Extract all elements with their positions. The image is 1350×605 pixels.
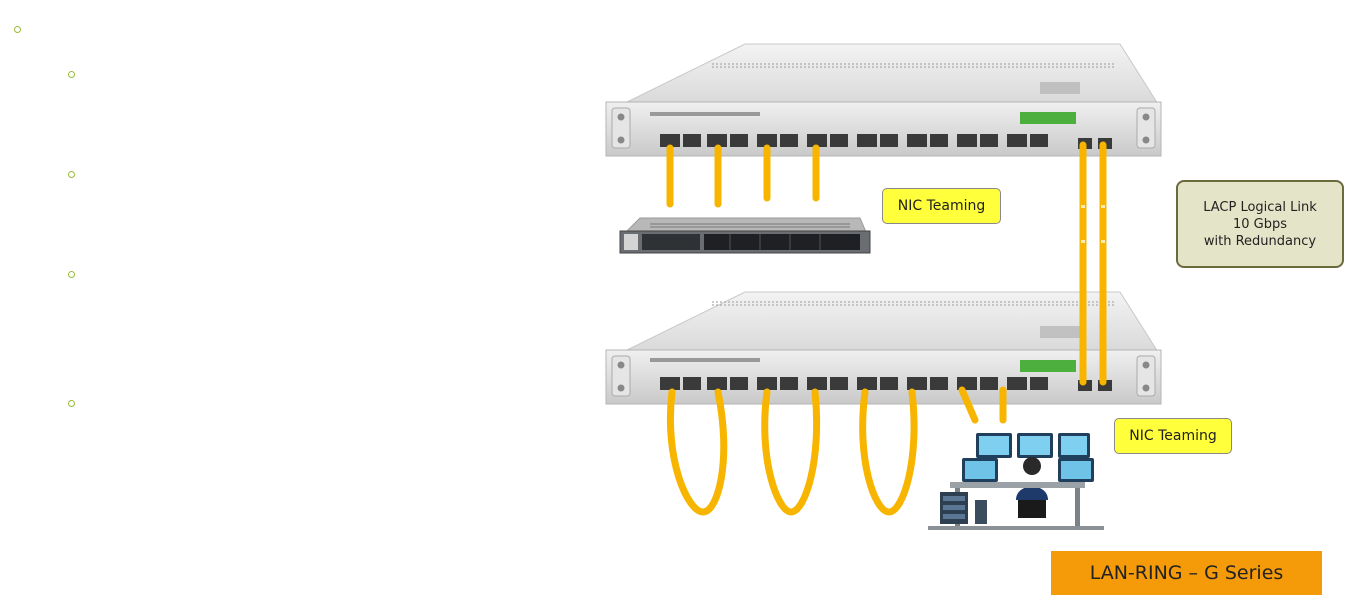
nic-teaming-label: NIC Teaming <box>897 198 986 214</box>
bottom-switch <box>605 291 1162 405</box>
cable-loop-3 <box>859 388 918 516</box>
operator-workstation <box>928 433 1104 530</box>
lacp-label: LACP Logical Link 10 Gbps with Redundanc… <box>1203 199 1317 249</box>
list-bullet <box>68 400 75 407</box>
list-bullet <box>14 26 21 33</box>
cable-workstation-1 <box>958 386 979 424</box>
cable-loop-1 <box>666 388 728 516</box>
cable-loop-2 <box>761 388 821 516</box>
series-brand-text: LAN-RING – G Series <box>1089 562 1284 584</box>
list-bullet <box>68 171 75 178</box>
nic-teaming-callout-top: NIC Teaming <box>882 188 1001 224</box>
server <box>619 217 871 254</box>
list-bullet <box>68 71 75 78</box>
lacp-callout: LACP Logical Link 10 Gbps with Redundanc… <box>1176 180 1344 268</box>
top-switch <box>605 43 1162 157</box>
series-brand-label: LAN-RING – G Series <box>1051 551 1322 595</box>
list-bullet <box>68 271 75 278</box>
cables <box>666 141 1107 516</box>
nic-teaming-label: NIC Teaming <box>1129 428 1217 444</box>
nic-teaming-callout-bottom: NIC Teaming <box>1114 418 1232 454</box>
